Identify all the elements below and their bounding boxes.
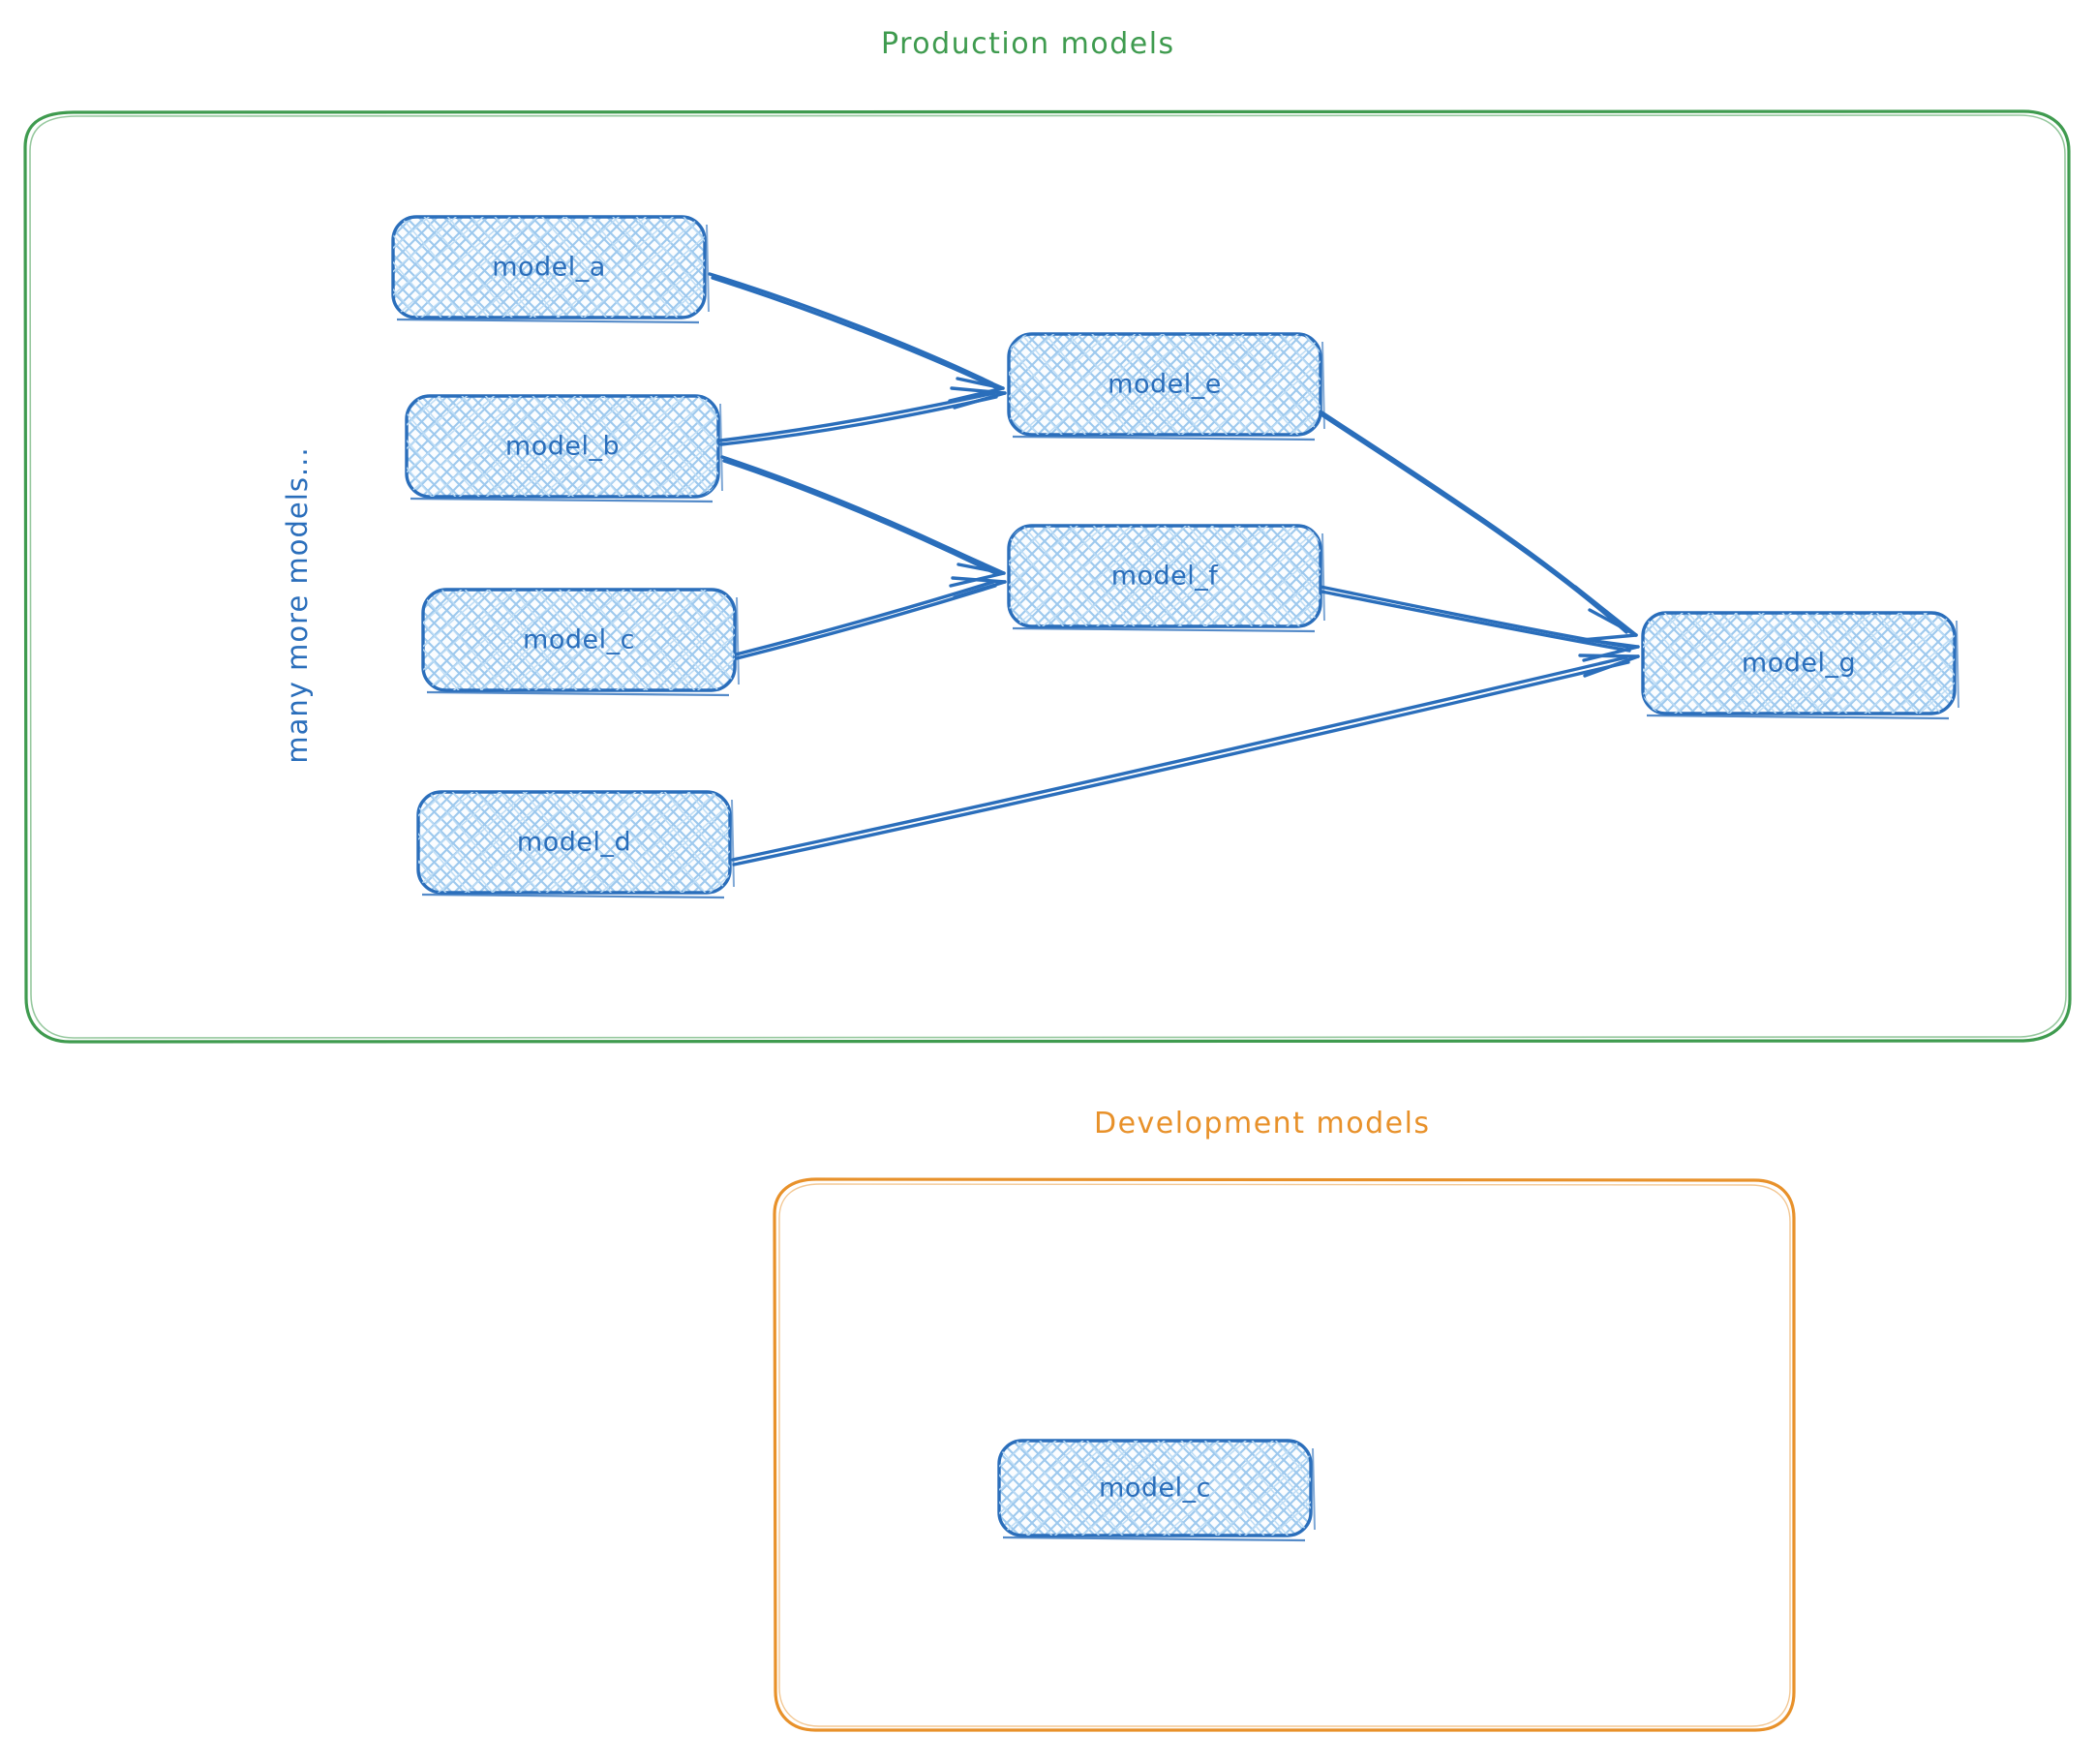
node-model_b-hit[interactable] <box>407 396 718 497</box>
node-model_a <box>391 215 710 324</box>
node-model_e <box>1007 332 1325 441</box>
edge-model_e-model_g <box>1319 410 1638 642</box>
group-container-development <box>773 1177 1796 1732</box>
annotation-many-more-models: many more models... <box>281 446 314 764</box>
node-model_e-hit[interactable] <box>1009 334 1321 435</box>
node-model_d-hit[interactable] <box>418 792 730 893</box>
node-model_d <box>416 790 735 899</box>
node-model_b <box>405 394 723 503</box>
node-model_c_dev <box>997 1439 1316 1542</box>
node-model_f <box>1007 524 1325 633</box>
node-model_c_dev-hit[interactable] <box>999 1441 1311 1536</box>
group-label-production: Production models <box>881 27 1175 61</box>
edge-model_a-model_e <box>708 272 1005 403</box>
edge-model_f-model_g <box>1319 585 1640 662</box>
edge-layer <box>708 272 1640 867</box>
edge-model_c-model_f <box>734 576 1007 660</box>
node-model_a-hit[interactable] <box>393 217 705 318</box>
node-model_g <box>1641 611 1959 720</box>
node-layer <box>391 215 1959 1542</box>
group-container-production <box>23 109 2072 1044</box>
node-model_g-hit[interactable] <box>1643 613 1955 714</box>
node-model_c <box>421 588 740 697</box>
node-model_f-hit[interactable] <box>1009 526 1321 626</box>
edge-model_b-model_e <box>718 386 1007 446</box>
edge-model_b-model_f <box>720 455 1006 588</box>
group-label-development: Development models <box>1094 1107 1431 1141</box>
node-model_c-hit[interactable] <box>423 590 735 690</box>
edge-model_d-model_g <box>731 654 1640 867</box>
